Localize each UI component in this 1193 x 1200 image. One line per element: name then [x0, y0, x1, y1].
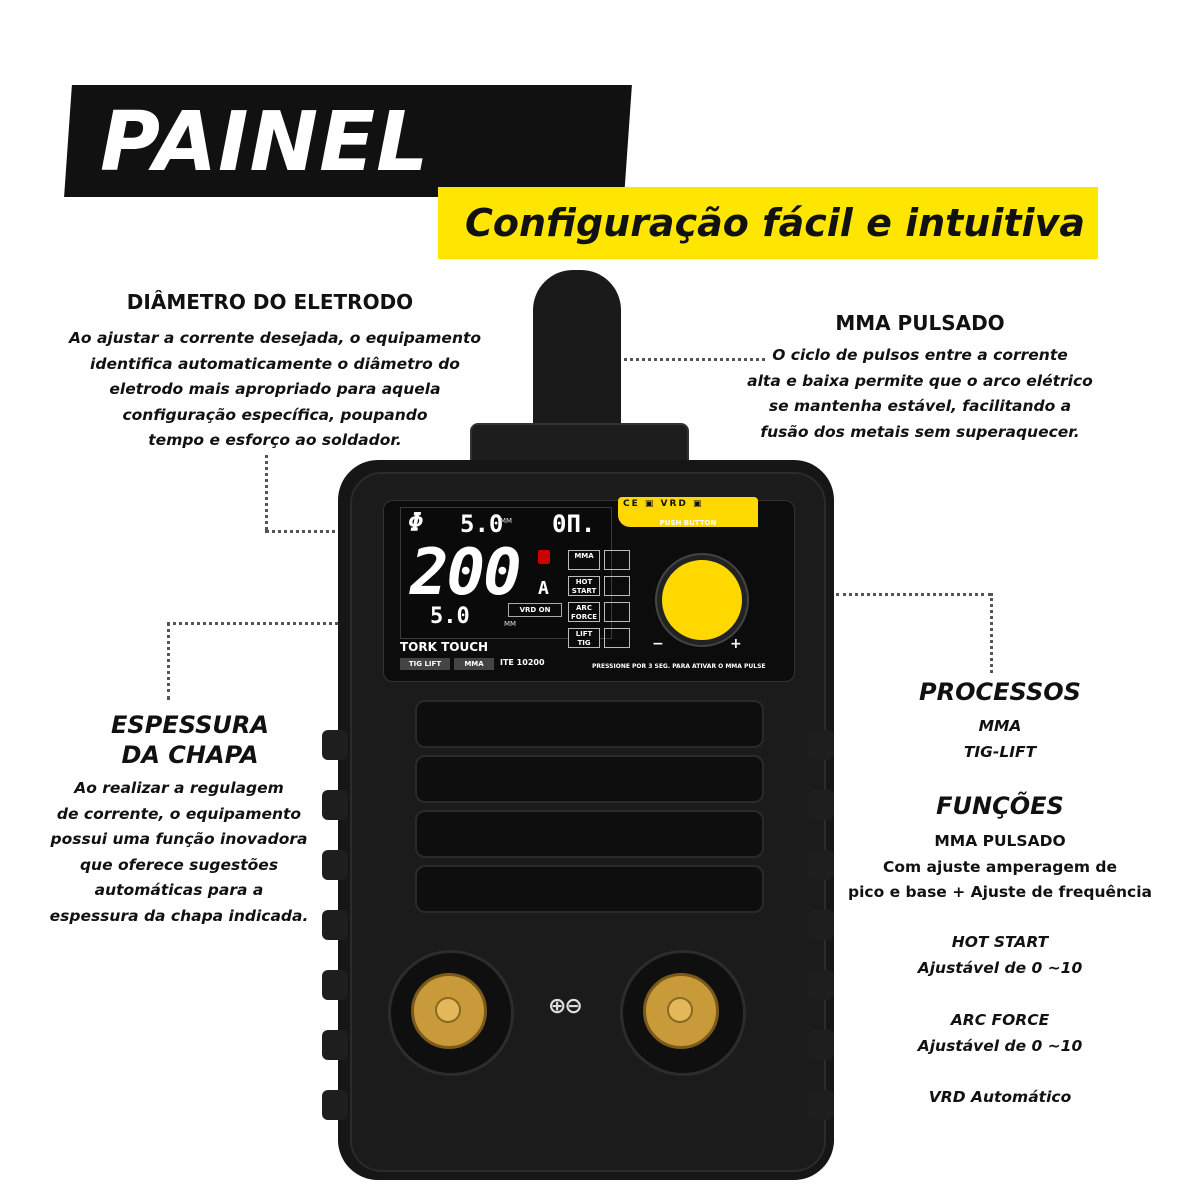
- espessura-line: que oferece sugestões: [79, 855, 279, 874]
- mode-arc-force[interactable]: ARC FORCE: [568, 602, 600, 622]
- terminal-core: [435, 997, 461, 1023]
- process-tag-mma: MMA: [454, 658, 494, 670]
- espessura-title-line: ESPESSURA: [111, 711, 269, 739]
- funcao-arc-force: ARC FORCE Ajustável de 0 ~10: [860, 1008, 1140, 1059]
- connector-espessura-horizontal: [167, 622, 422, 625]
- alert-icon: [538, 550, 550, 564]
- funcao-arc-desc: Ajustável de 0 ~10: [917, 1036, 1083, 1055]
- cert-icons: CE ▣ VRD ▣: [623, 499, 704, 509]
- mma-pulsado-description: O ciclo de pulsos entre a corrente alta …: [730, 343, 1110, 445]
- funcao-mma-line: Com ajuste amperagem de: [882, 857, 1117, 876]
- side-rib: [808, 1090, 834, 1120]
- mma-pulsado-title: MMA PULSADO: [835, 311, 1005, 335]
- funcao-vrd: VRD Automático: [928, 1088, 1072, 1106]
- funcao-hot-title: HOT START: [951, 933, 1049, 951]
- mode-hot-start[interactable]: HOT START: [568, 576, 600, 596]
- espessura-line: automáticas para a: [94, 881, 264, 899]
- subtitle-banner: [438, 187, 1098, 259]
- vent-slot: [415, 810, 764, 858]
- page-title: PAINEL LED: [100, 95, 430, 300]
- electrode-icon: [604, 550, 630, 570]
- plus-label: +: [730, 636, 742, 652]
- page-subtitle: Configuração fácil e intuitiva: [464, 201, 1085, 245]
- espessura-title-line: DA CHAPA: [121, 741, 259, 769]
- espessura-line: de corrente, o equipamento: [56, 804, 302, 823]
- diametro-line: Ao ajustar a corrente desejada, o equipa…: [68, 329, 482, 347]
- lcd-current-unit: A: [538, 578, 549, 599]
- diametro-description: Ao ajustar a corrente desejada, o equipa…: [55, 326, 495, 454]
- process-tag-tig-lift: TIG LIFT: [400, 658, 450, 670]
- mode-mma[interactable]: MMA: [568, 550, 600, 570]
- mode-lift-tig[interactable]: LIFT TIG: [568, 628, 600, 648]
- funcao-mma-pulsado: MMA PULSADO Com ajuste amperagem de pico…: [790, 829, 1193, 906]
- side-rib: [322, 970, 348, 1000]
- push-button-label: PUSH BUTTON: [659, 519, 717, 527]
- lcd-current-value: 200: [410, 536, 522, 610]
- connector-espessura-vertical: [167, 622, 170, 700]
- control-knob[interactable]: [657, 555, 747, 645]
- model-number: ITE 10200: [500, 658, 545, 667]
- processo-item: MMA: [978, 717, 1022, 735]
- connector-processos-vertical: [990, 593, 993, 673]
- mma-pulsado-line: fusão dos metais sem superaquecer.: [760, 422, 1080, 441]
- connector-diametro-horizontal: [265, 530, 403, 533]
- connector-processos-horizontal: [836, 593, 991, 596]
- lcd-mm-unit: MM: [500, 517, 513, 525]
- lcd-thickness-value: 5.0: [430, 604, 470, 629]
- mma-pulsado-line: se mantenha estável, facilitando a: [768, 397, 1072, 415]
- mma-pulsado-line: alta e baixa permite que o arco elétrico: [747, 371, 1093, 390]
- lcd-mm-unit: MM: [504, 620, 517, 628]
- cert-strip: [618, 497, 758, 527]
- side-rib: [322, 730, 348, 760]
- espessura-title: ESPESSURA DA CHAPA: [70, 710, 310, 770]
- diametro-line: eletrodo mais apropriado para aquela: [109, 380, 441, 398]
- mma-pulsado-line: O ciclo de pulsos entre a corrente: [772, 346, 1068, 364]
- side-rib: [322, 790, 348, 820]
- funcao-mma-title: MMA PULSADO: [934, 832, 1066, 850]
- espessura-line: possui uma função inovadora: [50, 830, 308, 848]
- diametro-title: DIÂMETRO DO ELETRODO: [126, 290, 414, 314]
- vent-slot: [415, 865, 764, 913]
- brand-logo: TORK TOUCH: [400, 640, 489, 654]
- waveform-icon: [604, 602, 630, 622]
- terminal-core: [667, 997, 693, 1023]
- funcao-hot-desc: Ajustável de 0 ~10: [917, 958, 1083, 977]
- processo-item: TIG-LIFT: [963, 742, 1037, 761]
- connector-mma-horizontal: [605, 358, 765, 361]
- funcao-mma-line: pico e base + Ajuste de frequência: [847, 883, 1153, 901]
- espessura-line: espessura da chapa indicada.: [49, 906, 309, 925]
- side-rib: [808, 790, 834, 820]
- lcd-mode-value: 0П.: [552, 510, 596, 538]
- processos-list: MMA TIG-LIFT: [880, 714, 1120, 765]
- pulse-instruction: PRESSIONE POR 3 SEG. PARA ATIVAR O MMA P…: [592, 663, 766, 670]
- side-rib: [322, 1030, 348, 1060]
- diametro-line: configuração específica, poupando: [122, 405, 428, 424]
- connector-diametro-vertical: [265, 455, 268, 530]
- polarity-icon: ⊕⊖: [548, 994, 583, 1019]
- vent-slot: [415, 700, 764, 748]
- waveform-icon: [604, 576, 630, 596]
- espessura-line: Ao realizar a regulagem: [74, 779, 284, 797]
- diameter-icon: Φ: [408, 508, 424, 538]
- funcoes-title: FUNÇÕES: [936, 792, 1064, 820]
- vent-slot: [415, 755, 764, 803]
- lcd-diameter-value: 5.0: [460, 510, 504, 538]
- funcao-hot-start: HOT START Ajustável de 0 ~10: [860, 930, 1140, 981]
- funcao-arc-title: ARC FORCE: [950, 1011, 1050, 1029]
- minus-label: −: [652, 636, 664, 652]
- diametro-line: identifica automaticamente o diâmetro do: [90, 354, 460, 373]
- side-rib: [808, 970, 834, 1000]
- side-rib: [322, 850, 348, 880]
- side-rib: [808, 850, 834, 880]
- side-rib: [808, 910, 834, 940]
- side-rib: [322, 1090, 348, 1120]
- side-rib: [808, 730, 834, 760]
- processos-title: PROCESSOS: [919, 678, 1081, 706]
- vrd-indicator: VRD ON: [508, 603, 562, 617]
- side-rib: [808, 1030, 834, 1060]
- torch-icon: [604, 628, 630, 648]
- diametro-line: tempo e esforço ao soldador.: [148, 431, 402, 449]
- espessura-description: Ao realizar a regulagem de corrente, o e…: [14, 776, 344, 929]
- side-rib: [322, 910, 348, 940]
